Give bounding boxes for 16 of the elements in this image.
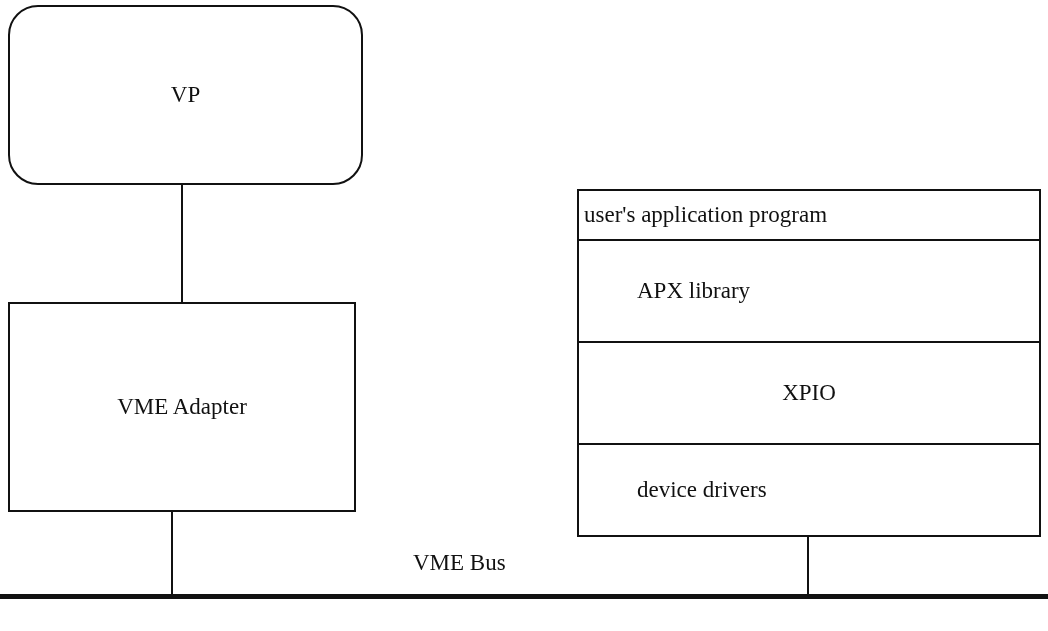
- box-label: user's application program: [584, 202, 828, 228]
- connector-line: [807, 536, 809, 595]
- bus-label: VME Bus: [413, 550, 506, 576]
- box-label: XPIO: [782, 380, 836, 406]
- layer-box: [577, 341, 1041, 445]
- layer-box: [577, 443, 1041, 537]
- box-label: APX library: [637, 278, 751, 304]
- box-label: VP: [170, 82, 201, 108]
- adapter-box: [8, 302, 356, 512]
- connector-line: [181, 184, 183, 303]
- connector-line: [171, 511, 173, 595]
- box-label: device drivers: [637, 477, 767, 503]
- layer-box: [577, 239, 1041, 343]
- layer-box: [577, 189, 1041, 241]
- box-label: VME Adapter: [117, 394, 247, 420]
- process-box: [8, 5, 363, 185]
